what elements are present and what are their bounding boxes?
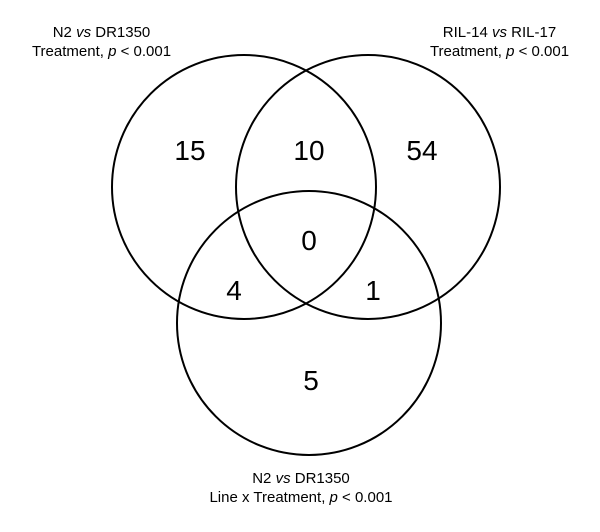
set-c-label-line1-left: N2 [252,470,276,487]
set-a-label-line2-right: < 0.001 [116,43,172,60]
region-ab-count: 10 [293,135,324,166]
set-a-label-line2: Treatment, p < 0.001 [14,42,189,61]
set-b-label-line1: RIL-14 vs RIL-17 [412,23,587,42]
set-a-label-line1-left: N2 [52,24,77,41]
set-a-label-line1-right: DR1350 [91,24,151,41]
set-c-label-line1-right: DR1350 [290,470,350,487]
set-c-label-line2: Line x Treatment, p < 0.001 [196,488,406,507]
set-c-circle [176,190,442,456]
region-b-only-count: 54 [406,135,437,166]
set-a-label-line2-italic: p [108,43,117,60]
region-ac-count: 4 [226,275,242,306]
set-b-label-line1-right: RIL-17 [507,24,557,41]
region-bc-count: 1 [365,275,381,306]
set-c-label-line2-right: < 0.001 [337,489,393,506]
set-b-label-line1-left: RIL-14 [442,24,492,41]
set-c-label-line2-left: Line x Treatment, [209,489,330,506]
set-b-label-line2-italic: p [506,43,515,60]
set-b-label-line2-left: Treatment, [429,43,507,60]
region-c-only-count: 5 [303,365,319,396]
set-c-label-line2-italic: p [329,489,338,506]
set-b-label: RIL-14 vs RIL-17 Treatment, p < 0.001 [412,23,587,61]
set-b-label-line1-italic: vs [492,24,507,41]
set-a-label-line1-italic: vs [76,24,92,41]
region-a-only-count: 15 [174,135,205,166]
set-a-label-line1: N2 vs DR1350 [14,23,189,42]
set-a-label-line2-left: Treatment, [31,43,109,60]
set-c-label-line1: N2 vs DR1350 [196,469,406,488]
set-a-circle [111,54,377,320]
set-b-label-line2-right: < 0.001 [514,43,570,60]
set-b-label-line2: Treatment, p < 0.001 [412,42,587,61]
set-c-label: N2 vs DR1350 Line x Treatment, p < 0.001 [196,469,406,507]
region-abc-count: 0 [301,225,317,256]
set-a-label: N2 vs DR1350 Treatment, p < 0.001 [14,23,189,61]
set-c-label-line1-italic: vs [275,470,291,487]
set-b-circle [235,54,501,320]
